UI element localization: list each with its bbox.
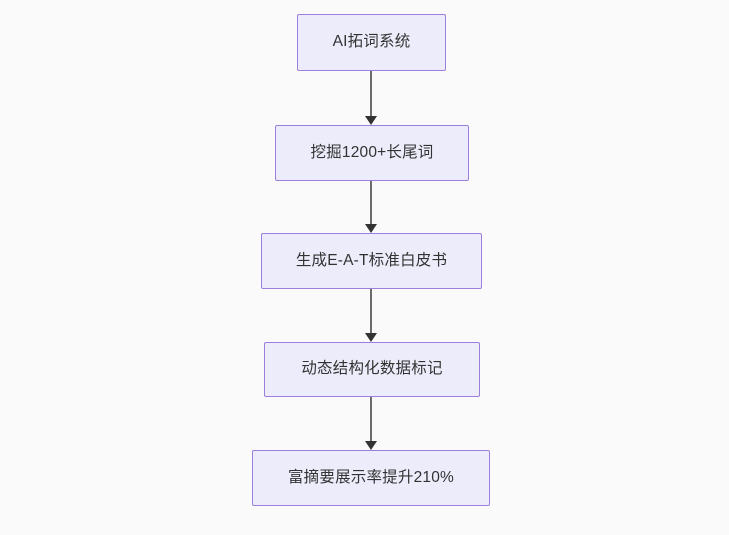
edge-line	[370, 397, 372, 442]
edge-line	[370, 289, 372, 334]
arrowhead-icon	[365, 224, 377, 233]
arrowhead-icon	[365, 333, 377, 342]
flow-node-label: 生成E-A-T标准白皮书	[295, 251, 448, 269]
flow-node-rich-snippet-uplift[interactable]: 富摘要展示率提升210%	[252, 450, 490, 506]
edge-line	[370, 71, 372, 117]
flow-node-label: 动态结构化数据标记	[301, 360, 443, 378]
edge-line	[370, 181, 372, 225]
flow-node-label: AI拓词系统	[332, 33, 411, 51]
flow-node-label: 挖掘1200+长尾词	[310, 143, 434, 161]
flow-node-ai-keyword-system[interactable]: AI拓词系统	[297, 14, 446, 71]
arrowhead-icon	[365, 441, 377, 450]
arrowhead-icon	[365, 116, 377, 125]
flow-node-structured-data-markup[interactable]: 动态结构化数据标记	[264, 342, 480, 397]
flow-node-eat-whitepaper[interactable]: 生成E-A-T标准白皮书	[261, 233, 482, 289]
flow-node-label: 富摘要展示率提升210%	[287, 468, 455, 486]
flow-node-longtail-mining[interactable]: 挖掘1200+长尾词	[275, 125, 469, 181]
